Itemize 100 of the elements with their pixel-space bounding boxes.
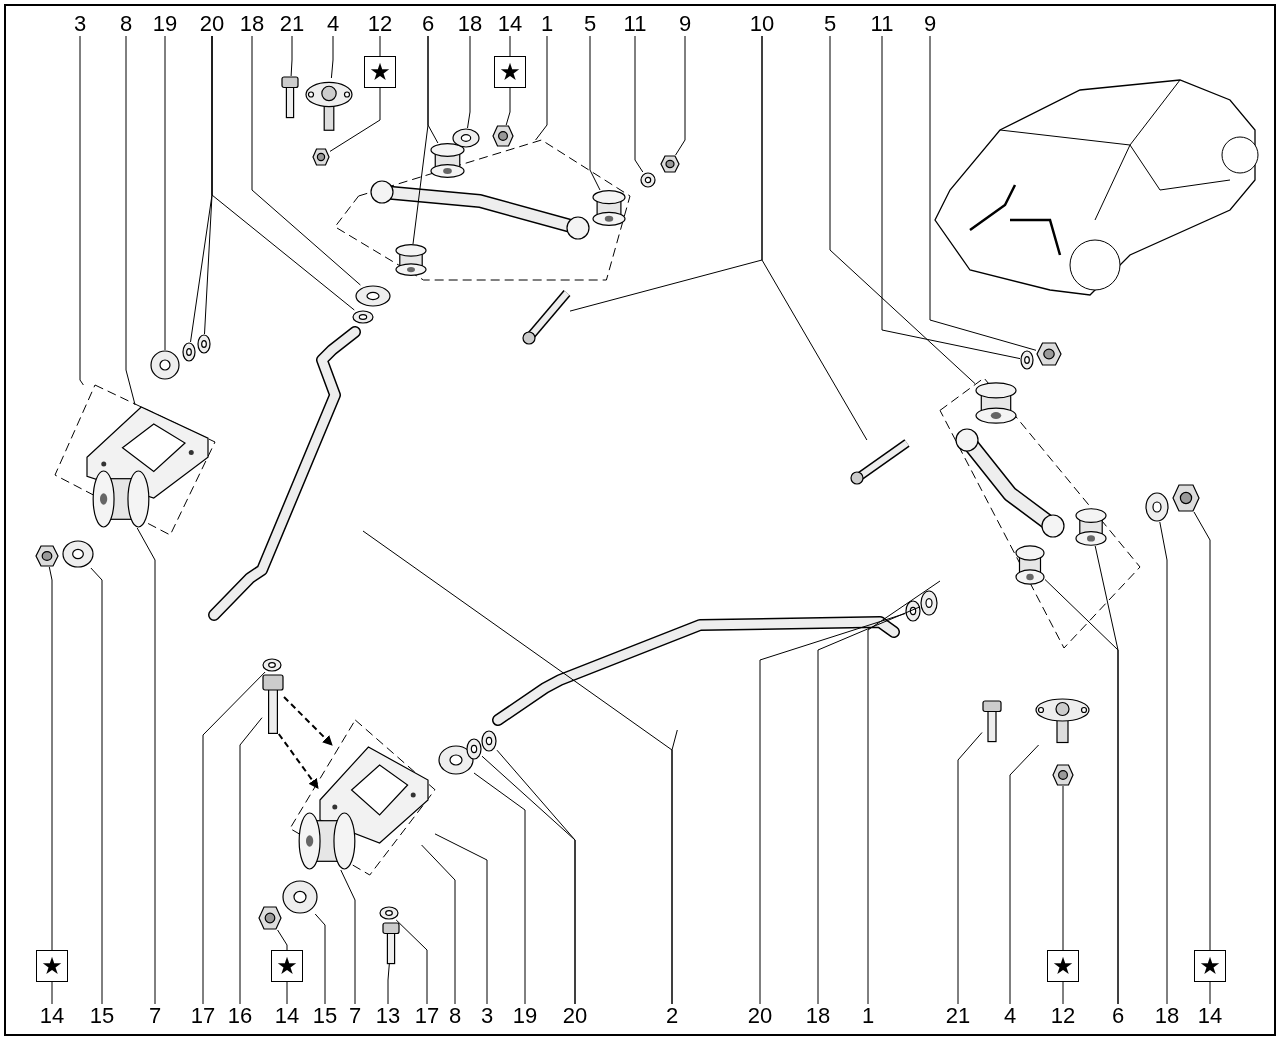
callout-number: 8 <box>106 12 146 36</box>
washer-drawing <box>1145 492 1169 522</box>
leader-line <box>421 844 456 1005</box>
leader-line <box>1009 744 1040 1005</box>
ball-joint-drawing <box>1035 695 1090 745</box>
bushing-drawing <box>1075 508 1107 546</box>
leader-line <box>473 772 526 1005</box>
callout-number: 6 <box>1098 1004 1138 1028</box>
callout-number: 4 <box>990 1004 1030 1028</box>
leader-line <box>434 833 488 1005</box>
washer-drawing <box>182 342 196 362</box>
callout-number: 13 <box>368 1004 408 1028</box>
leader-line <box>412 35 429 245</box>
callout-number: 12 <box>360 12 400 36</box>
nut-drawing <box>35 545 59 567</box>
leader-line <box>211 35 355 311</box>
leader-line <box>387 963 390 1005</box>
bushing-drawing <box>592 190 626 226</box>
leader-line <box>675 35 686 156</box>
leader-line <box>589 35 601 191</box>
leader-line <box>90 567 103 1005</box>
callout-number: 18 <box>450 12 490 36</box>
leader-line <box>881 35 1021 360</box>
washer-drawing <box>150 350 180 380</box>
leader-line <box>535 35 548 141</box>
washer-drawing <box>352 310 374 324</box>
leader-line <box>817 606 921 1005</box>
callout-number: 18 <box>1147 1004 1187 1028</box>
bushing-drawing <box>975 382 1017 424</box>
washer-drawing <box>282 880 318 914</box>
leader-line <box>634 35 644 173</box>
leader-line <box>79 35 84 386</box>
nut-drawing <box>492 125 514 147</box>
callout-number: 14 <box>32 1004 72 1028</box>
callout-number: 1 <box>527 12 567 36</box>
leader-line <box>467 35 471 129</box>
control-arm-drawing <box>955 428 1065 538</box>
callout-number: 9 <box>665 12 705 36</box>
washer-drawing <box>1020 350 1034 370</box>
nut-drawing <box>312 148 330 166</box>
leader-line <box>867 580 941 1005</box>
bolt-drawing <box>382 922 400 964</box>
callout-number: 17 <box>407 1004 447 1028</box>
washer-drawing <box>905 600 921 622</box>
callout-number: 17 <box>183 1004 223 1028</box>
callout-number: 2 <box>652 1004 692 1028</box>
bolt-drawing <box>522 290 570 345</box>
callout-number: 14 <box>1190 1004 1230 1028</box>
nut-drawing <box>258 906 282 930</box>
callout-number: 5 <box>570 12 610 36</box>
callout-number: 18 <box>232 12 272 36</box>
leader-line <box>164 35 166 351</box>
nut-drawing <box>1052 764 1074 786</box>
leader-line <box>395 919 428 1005</box>
leader-line <box>290 35 293 77</box>
bolt-drawing <box>850 440 910 485</box>
leader-line <box>136 527 156 1005</box>
leader-line <box>1062 785 1064 1005</box>
washer-drawing <box>920 590 938 616</box>
leader-line <box>125 35 136 406</box>
callout-number: 18 <box>798 1004 838 1028</box>
washer-drawing <box>62 540 94 568</box>
washer-drawing <box>481 730 497 752</box>
callout-number: 6 <box>408 12 448 36</box>
leader-line <box>761 35 868 441</box>
leader-line <box>1044 579 1119 1005</box>
control-arm-drawing <box>370 180 590 240</box>
washer-drawing <box>466 738 482 760</box>
bushing-drawing <box>1015 545 1045 585</box>
leader-line <box>48 566 53 1005</box>
callout-number: 15 <box>82 1004 122 1028</box>
leader-line <box>202 671 266 1005</box>
washer-drawing <box>379 906 399 920</box>
leader-line <box>239 717 263 1005</box>
callout-number: 1 <box>848 1004 888 1028</box>
callout-number: 14 <box>490 12 530 36</box>
callout-number: 16 <box>220 1004 260 1028</box>
leader-line <box>829 35 976 385</box>
nut-drawing <box>660 155 680 173</box>
nut-drawing <box>1036 342 1062 366</box>
leader-line <box>314 913 326 1005</box>
callout-number: 11 <box>862 12 902 36</box>
leader-line <box>1193 511 1211 1005</box>
bushing-drawing <box>92 470 150 528</box>
arrow <box>277 733 319 790</box>
bushing-drawing <box>395 244 427 276</box>
callout-number: 4 <box>313 12 353 36</box>
callout-number: 21 <box>272 12 312 36</box>
leader-line <box>929 35 1037 351</box>
leader-line <box>496 749 576 1005</box>
washer-drawing <box>640 172 656 188</box>
leader-line <box>330 35 334 79</box>
leader-line <box>340 869 356 1005</box>
washer-drawing <box>197 334 211 354</box>
leader-line <box>671 729 678 1005</box>
leader-line <box>1159 521 1168 1005</box>
leader-line <box>957 732 983 1005</box>
callout-number: 7 <box>135 1004 175 1028</box>
callout-number: 19 <box>145 12 185 36</box>
callout-number: 21 <box>938 1004 978 1028</box>
